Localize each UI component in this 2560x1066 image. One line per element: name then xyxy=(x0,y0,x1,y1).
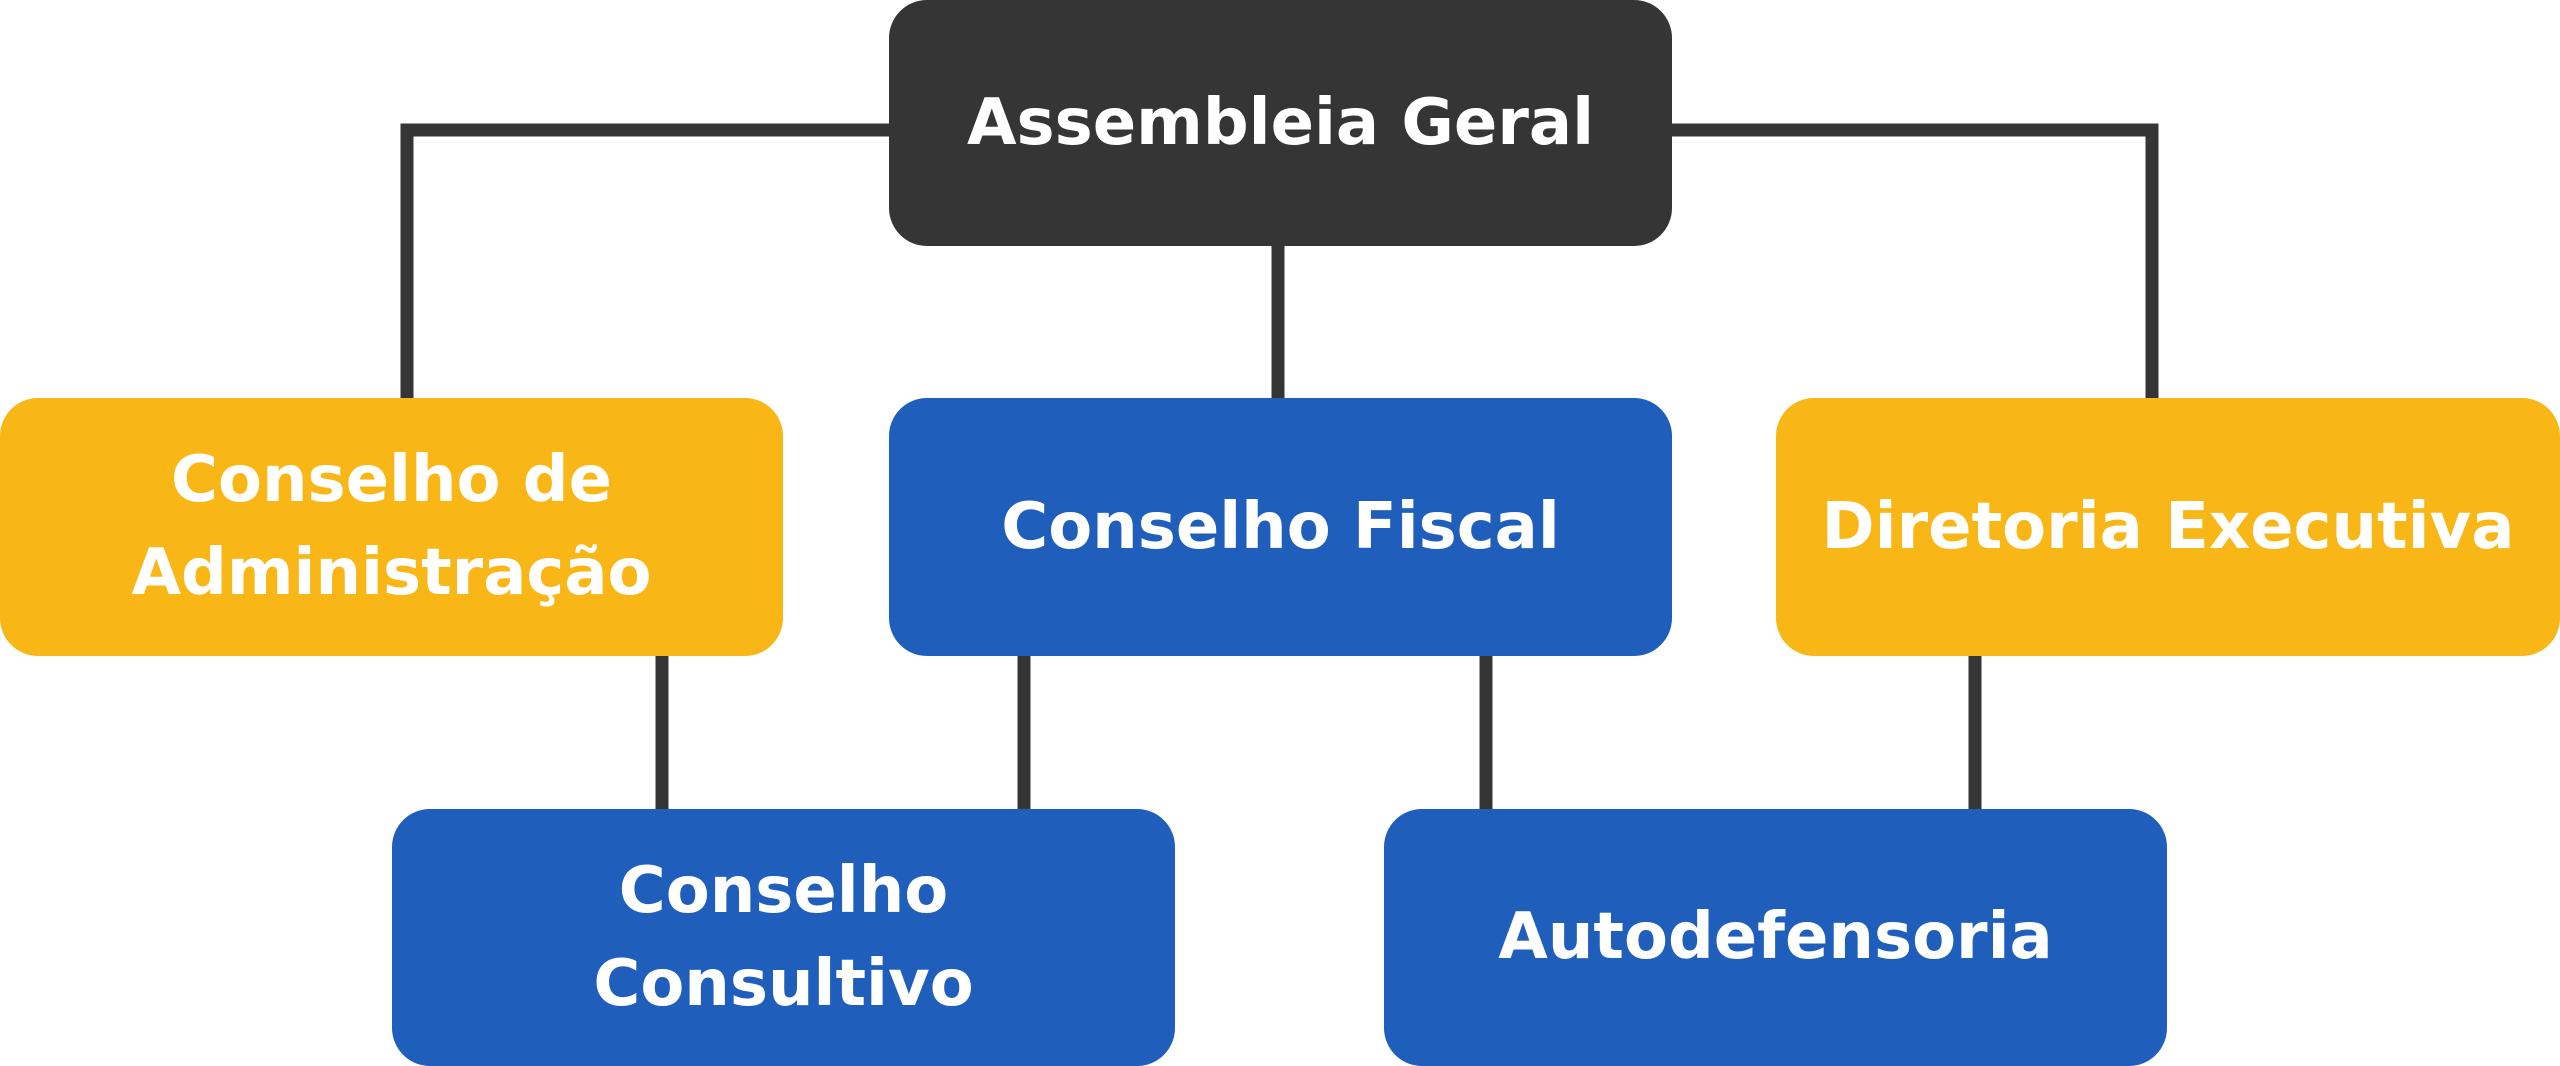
node-label-line: Consultivo xyxy=(593,946,974,1021)
node-label: Conselho Fiscal xyxy=(1001,489,1560,564)
node-label-line: Conselho xyxy=(618,853,949,928)
connector-assembleia-diretoria xyxy=(1672,123,2159,398)
node-label-line: Conselho de xyxy=(171,443,612,518)
node-conselho-consultivo: Conselho Consultivo xyxy=(392,809,1175,1066)
node-label: Conselho Consultivo xyxy=(593,845,973,1031)
node-assembleia-geral: Assembleia Geral xyxy=(889,0,1672,246)
node-label: Conselho de Administração xyxy=(132,434,652,620)
node-diretoria-executiva: Diretoria Executiva xyxy=(1776,398,2560,656)
connector-assembleia-admin xyxy=(400,123,889,398)
node-autodefensoria: Autodefensoria xyxy=(1384,809,2167,1066)
node-conselho-fiscal: Conselho Fiscal xyxy=(889,398,1672,656)
node-label: Assembleia Geral xyxy=(967,85,1594,160)
node-label: Autodefensoria xyxy=(1498,900,2053,975)
node-label: Diretoria Executiva xyxy=(1821,489,2515,564)
node-conselho-de-administracao: Conselho de Administração xyxy=(0,398,783,656)
node-label-line: Administração xyxy=(131,536,652,610)
